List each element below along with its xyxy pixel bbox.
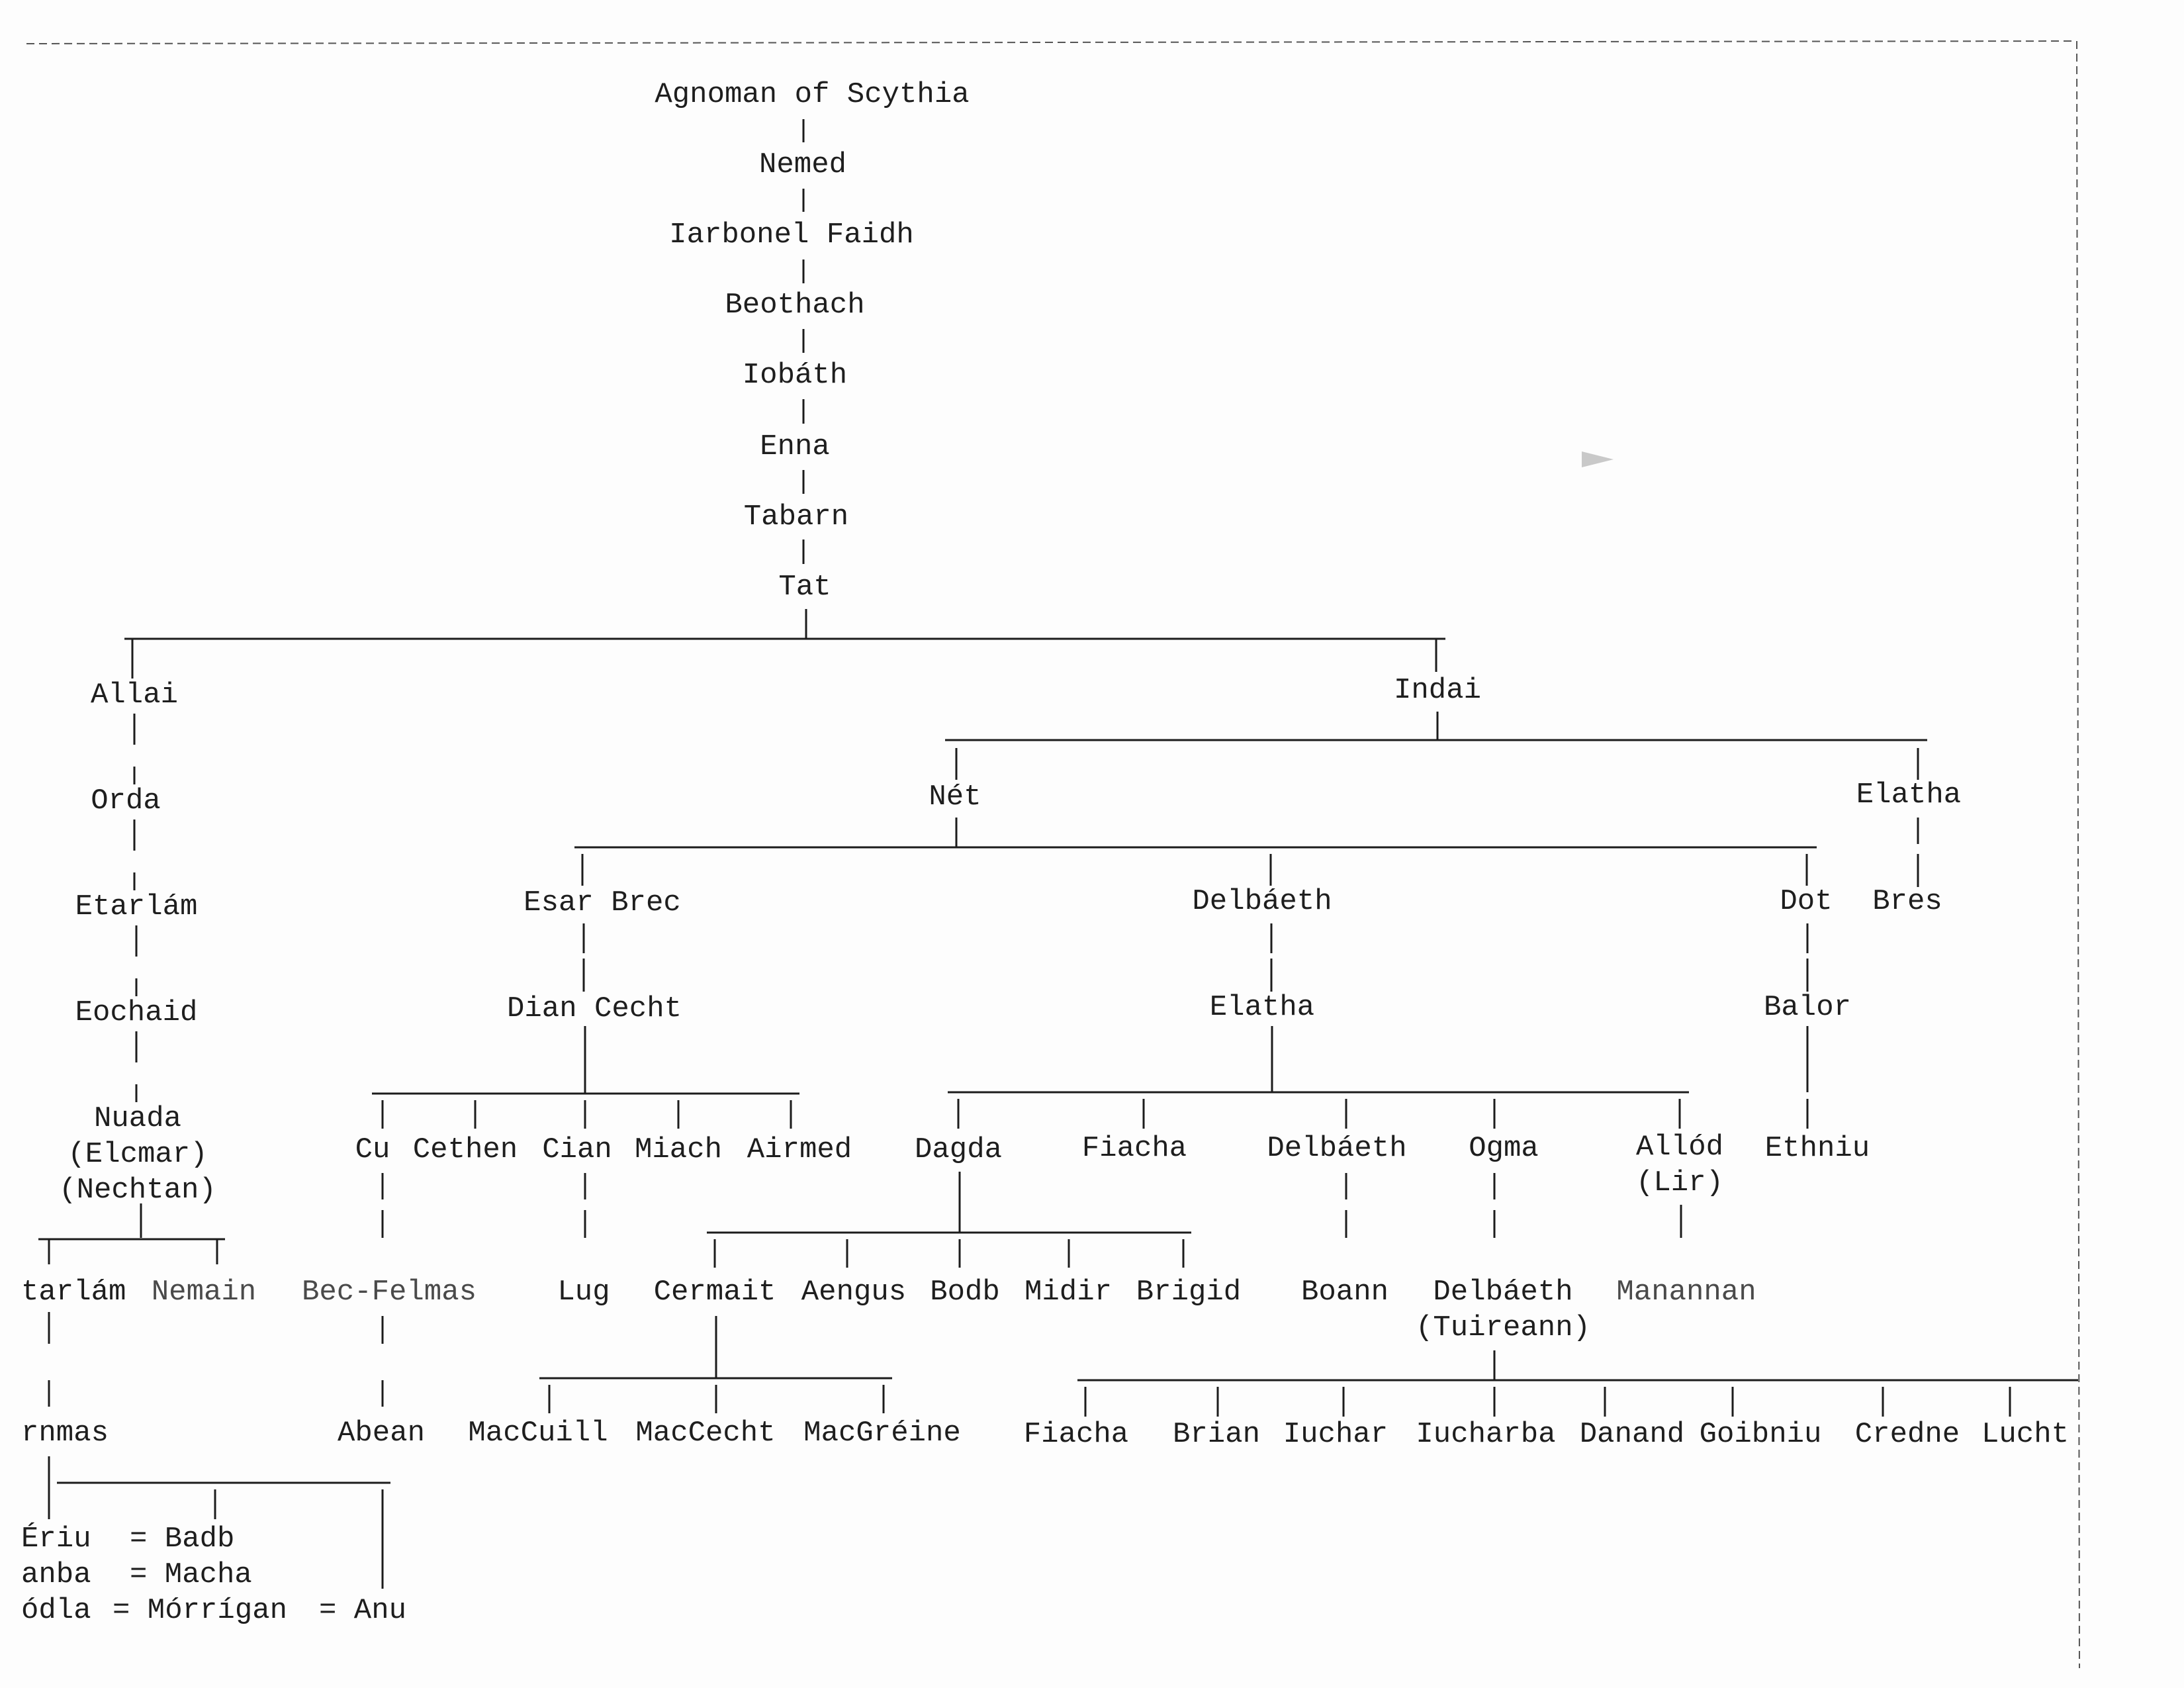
person-cian: Cian xyxy=(542,1133,612,1166)
person-bodb: Bodb xyxy=(930,1276,1000,1309)
person-badb: = Badb xyxy=(130,1523,235,1556)
person-fiacha-low: Fiacha xyxy=(1023,1418,1129,1451)
person-delbaeth-mid: Delbáeth xyxy=(1267,1132,1407,1165)
person-eochaid: Eochaid xyxy=(75,996,198,1029)
person-ethniu: Ethniu xyxy=(1764,1132,1870,1165)
person-enna: Enna xyxy=(760,430,830,463)
person-cermait: Cermait xyxy=(653,1276,776,1309)
person-brian: Brian xyxy=(1172,1418,1261,1451)
person-orda: Orda xyxy=(91,784,161,818)
person-lucht: Lucht xyxy=(1981,1418,2070,1451)
person-etarlam: Etarlám xyxy=(75,890,198,923)
person-lug: Lug xyxy=(557,1276,610,1309)
person-boann: Boann xyxy=(1300,1276,1389,1309)
nuada-alias-nechtan: (Nechtan) xyxy=(59,1174,216,1207)
person-beothach: Beothach xyxy=(725,289,865,322)
person-airmed: Airmed xyxy=(747,1133,852,1166)
person-credne: Credne xyxy=(1854,1418,1960,1451)
scan-artifact-mark xyxy=(1582,451,1614,467)
nuada-alias-elcmar: (Elcmar) xyxy=(68,1138,208,1171)
allod-name: Allód xyxy=(1635,1131,1724,1164)
person-fiacha-mid: Fiacha xyxy=(1081,1132,1187,1165)
person-iarbonel-faidh: Iarbonel Faidh xyxy=(669,218,914,252)
person-morrigan: = Mórrígan xyxy=(113,1594,288,1627)
person-allai: Allai xyxy=(90,679,179,712)
person-delbaeth-top: Delbáeth xyxy=(1192,885,1332,918)
person-ernmas: rnmas xyxy=(21,1417,109,1450)
top-dashed-border xyxy=(26,40,2072,44)
person-cu: Cu xyxy=(355,1133,390,1166)
person-elatha-top: Elatha xyxy=(1856,778,1962,812)
person-aengus: Aengus xyxy=(801,1276,907,1309)
nuada-name: Nuada xyxy=(93,1102,182,1135)
person-agnoman: Agnoman of Scythia xyxy=(655,78,970,111)
allod-alias-lir: (Lir) xyxy=(1635,1166,1724,1199)
person-tabarn: Tabarn xyxy=(743,500,849,534)
person-goibniu: Goibniu xyxy=(1699,1418,1822,1451)
person-allod: Allód (Lir) xyxy=(1636,1129,1723,1201)
person-midir: Midir xyxy=(1024,1276,1113,1309)
person-elatha-mid: Elatha xyxy=(1209,991,1315,1024)
person-delbaeth-tuireann: Delbáeth (Tuireann) xyxy=(1416,1274,1590,1346)
person-nemain: Nemain xyxy=(151,1276,257,1309)
person-brigid: Brigid xyxy=(1136,1276,1242,1309)
person-net: Nét xyxy=(929,780,981,814)
person-miach: Miach xyxy=(634,1133,723,1166)
person-nuada: Nuada (Elcmar) (Nechtan) xyxy=(59,1101,216,1208)
person-esar-brec: Esar Brec xyxy=(523,886,681,919)
person-cethen: Cethen xyxy=(412,1133,518,1166)
person-dagda: Dagda xyxy=(914,1133,1003,1166)
person-danand: Danand xyxy=(1579,1418,1685,1451)
person-banba: anba xyxy=(21,1558,91,1591)
person-anu: = Anu xyxy=(319,1594,407,1627)
person-macgreine: MacGréine xyxy=(803,1417,961,1450)
person-iucharba: Iucharba xyxy=(1416,1418,1556,1451)
person-balor: Balor xyxy=(1763,991,1852,1024)
person-tat: Tat xyxy=(778,571,831,604)
person-maccuill: MacCuill xyxy=(468,1417,608,1450)
person-etarlam-2: tarlám xyxy=(21,1276,126,1309)
person-iuchar: Iuchar xyxy=(1283,1418,1388,1451)
person-iobath: Iobáth xyxy=(742,359,848,392)
person-macha: = Macha xyxy=(130,1558,252,1591)
person-indai: Indai xyxy=(1393,674,1482,707)
person-eriu: Ériu xyxy=(21,1523,91,1556)
person-fodla: ódla xyxy=(21,1594,91,1627)
person-dian-cecht: Dian Cecht xyxy=(506,992,682,1025)
person-bec-felmas: Bec-Felmas xyxy=(301,1276,477,1309)
person-bres: Bres xyxy=(1872,885,1942,918)
delbaeth-low-name: Delbáeth xyxy=(1433,1276,1573,1309)
person-maccecht: MacCecht xyxy=(635,1417,776,1450)
person-ogma: Ogma xyxy=(1469,1132,1539,1165)
person-nemed: Nemed xyxy=(758,148,847,181)
right-dashed-border xyxy=(2076,40,2080,1669)
person-manannan: Manannan xyxy=(1616,1276,1756,1309)
delbaeth-alias-tuireann: (Tuireann) xyxy=(1415,1311,1591,1344)
person-dot: Dot xyxy=(1780,885,1833,918)
person-abean: Abean xyxy=(337,1417,426,1450)
